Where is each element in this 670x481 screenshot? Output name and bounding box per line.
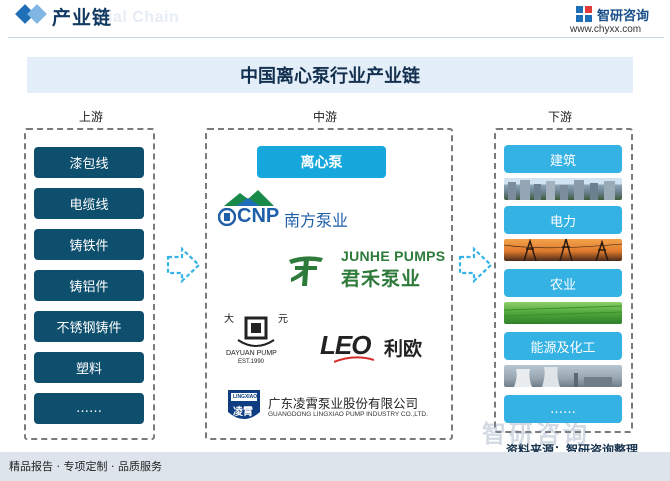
header-divider	[8, 37, 664, 38]
downstream-item-agriculture: 农业	[504, 269, 622, 297]
midstream-panel	[205, 128, 453, 440]
brand-url: www.chyxx.com	[570, 24, 642, 35]
footer-watermark: 智研咨询	[482, 420, 590, 448]
power-photo	[504, 239, 622, 261]
midstream-label: 中游	[313, 110, 338, 124]
junhe-en: JUNHE PUMPS	[341, 248, 446, 264]
upstream-item-cable: 电缆线	[34, 188, 144, 219]
brand-name: 智研咨询	[597, 9, 650, 24]
leo-en: LEO	[320, 330, 371, 360]
downstream-item-more: ……	[504, 395, 622, 423]
dayuan-en: DAYUAN PUMP	[226, 350, 277, 357]
cooling-tower-icon	[514, 367, 612, 387]
cnp-emblem-icon	[218, 208, 236, 226]
arrow-right-icon	[166, 246, 201, 284]
agriculture-photo	[504, 302, 622, 324]
cnp-name: 南方泵业	[284, 211, 349, 230]
upstream-item-aluminum-casting: 铸铝件	[34, 270, 144, 301]
downstream-item-energy-chemical: 能源及化工	[504, 332, 622, 360]
page-title: 产业链	[52, 7, 113, 29]
chain-title-banner: 中国离心泵行业产业链	[27, 57, 633, 93]
dayuan-emblem-icon	[237, 316, 275, 347]
city-skyline-icon	[508, 180, 615, 200]
power-tower-icon	[504, 239, 622, 261]
lingxiao-badge: 凌霄	[233, 407, 253, 418]
dayuan-cn-right: 元	[278, 314, 288, 325]
arrow-right-icon	[458, 246, 493, 284]
header-watermark: ial Chain	[108, 9, 180, 26]
lingxiao-cn: 广东凌霄泵业股份有限公司	[268, 396, 419, 411]
upstream-panel	[24, 128, 155, 440]
lingxiao-logo: LINGXIAO 凌霄 广东凌霄泵业股份有限公司 GUANGDONG LINGX…	[226, 388, 442, 428]
lingxiao-badge-top: LINGXIAO	[233, 394, 258, 400]
leo-cn: 利欧	[384, 338, 423, 360]
footer-services: 精品报告 · 专项定制 · 品质服务	[9, 460, 162, 473]
dayuan-est: EST.1990	[238, 359, 265, 365]
upstream-item-plastic: 塑料	[34, 352, 144, 383]
lingxiao-shield-icon	[228, 390, 260, 419]
upstream-label: 上游	[79, 110, 104, 124]
brand-logo-icon	[576, 6, 592, 22]
downstream-label: 下游	[548, 110, 573, 124]
footer-bar	[0, 452, 670, 481]
field-rows-icon	[504, 305, 622, 323]
leo-logo: LEO 利欧	[320, 330, 440, 363]
downstream-panel	[494, 128, 633, 433]
downstream-item-power: 电力	[504, 206, 622, 234]
construction-photo	[504, 178, 622, 200]
junhe-logo: JUNHE PUMPS 君禾泵业	[285, 248, 446, 290]
dayuan-logo: 大 元 DAYUAN PUMP EST.1990	[222, 308, 292, 370]
upstream-item-enameled-wire: 漆包线	[34, 147, 144, 178]
header-diamond-light	[27, 4, 47, 24]
downstream-item-construction: 建筑	[504, 145, 622, 173]
cnp-logo: CNP 南方泵业	[218, 190, 358, 232]
leo-swoosh-icon	[334, 356, 374, 363]
lingxiao-en: GUANGDONG LINGXIAO PUMP INDUSTRY CO.,LTD…	[268, 411, 428, 418]
energy-photo	[504, 365, 622, 387]
upstream-item-more: ……	[34, 393, 144, 424]
mountain-icon	[224, 190, 274, 206]
upstream-item-iron-casting: 铸铁件	[34, 229, 144, 260]
cnp-mark: CNP	[237, 205, 280, 227]
midstream-head-centrifugal-pump: 离心泵	[257, 146, 386, 178]
junhe-cn: 君禾泵业	[341, 268, 422, 290]
junhe-emblem-icon	[289, 256, 323, 286]
dayuan-cn-left: 大	[224, 314, 234, 325]
upstream-item-stainless-casting: 不锈钢铸件	[34, 311, 144, 342]
